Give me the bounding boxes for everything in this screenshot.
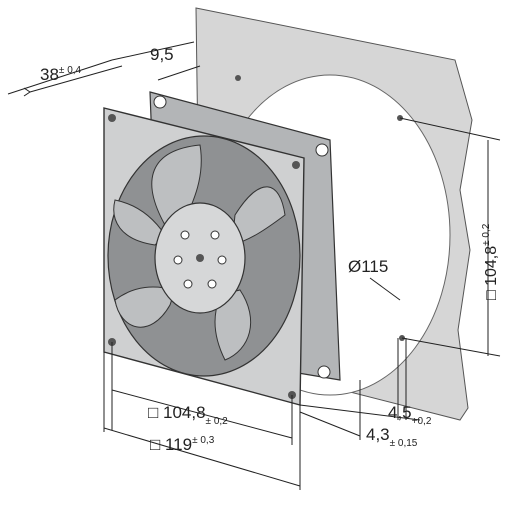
depth-label: 38± 0,4	[40, 65, 82, 84]
hole-spacing-right-label: □ 104,8± 0,2	[481, 223, 500, 300]
panel-hole-top-left	[235, 75, 241, 81]
fan-blades	[113, 144, 286, 361]
fan-hub	[154, 202, 246, 314]
screw-offset-a-label: 4,5+0,2	[388, 403, 432, 427]
flange-label: 9,5	[150, 45, 174, 64]
blade-4	[114, 286, 176, 328]
blade-2	[231, 186, 286, 246]
blade-5	[113, 199, 166, 246]
rear-hole-bottom	[317, 365, 331, 379]
hole-diameter-label: Ø115	[348, 257, 388, 276]
screw-offset-b-label: 4,3± 0,15	[366, 425, 418, 449]
outer-size-label: □ 119± 0,3	[150, 435, 215, 454]
rear-hole-top-left	[153, 95, 167, 109]
front-hole-tl	[108, 114, 116, 122]
hole-spacing-bottom-label: □ 104,8± 0,2	[148, 403, 228, 427]
dimension-lines	[7, 41, 501, 490]
rear-hole-top	[315, 143, 329, 157]
front-hole-tr	[292, 161, 300, 169]
